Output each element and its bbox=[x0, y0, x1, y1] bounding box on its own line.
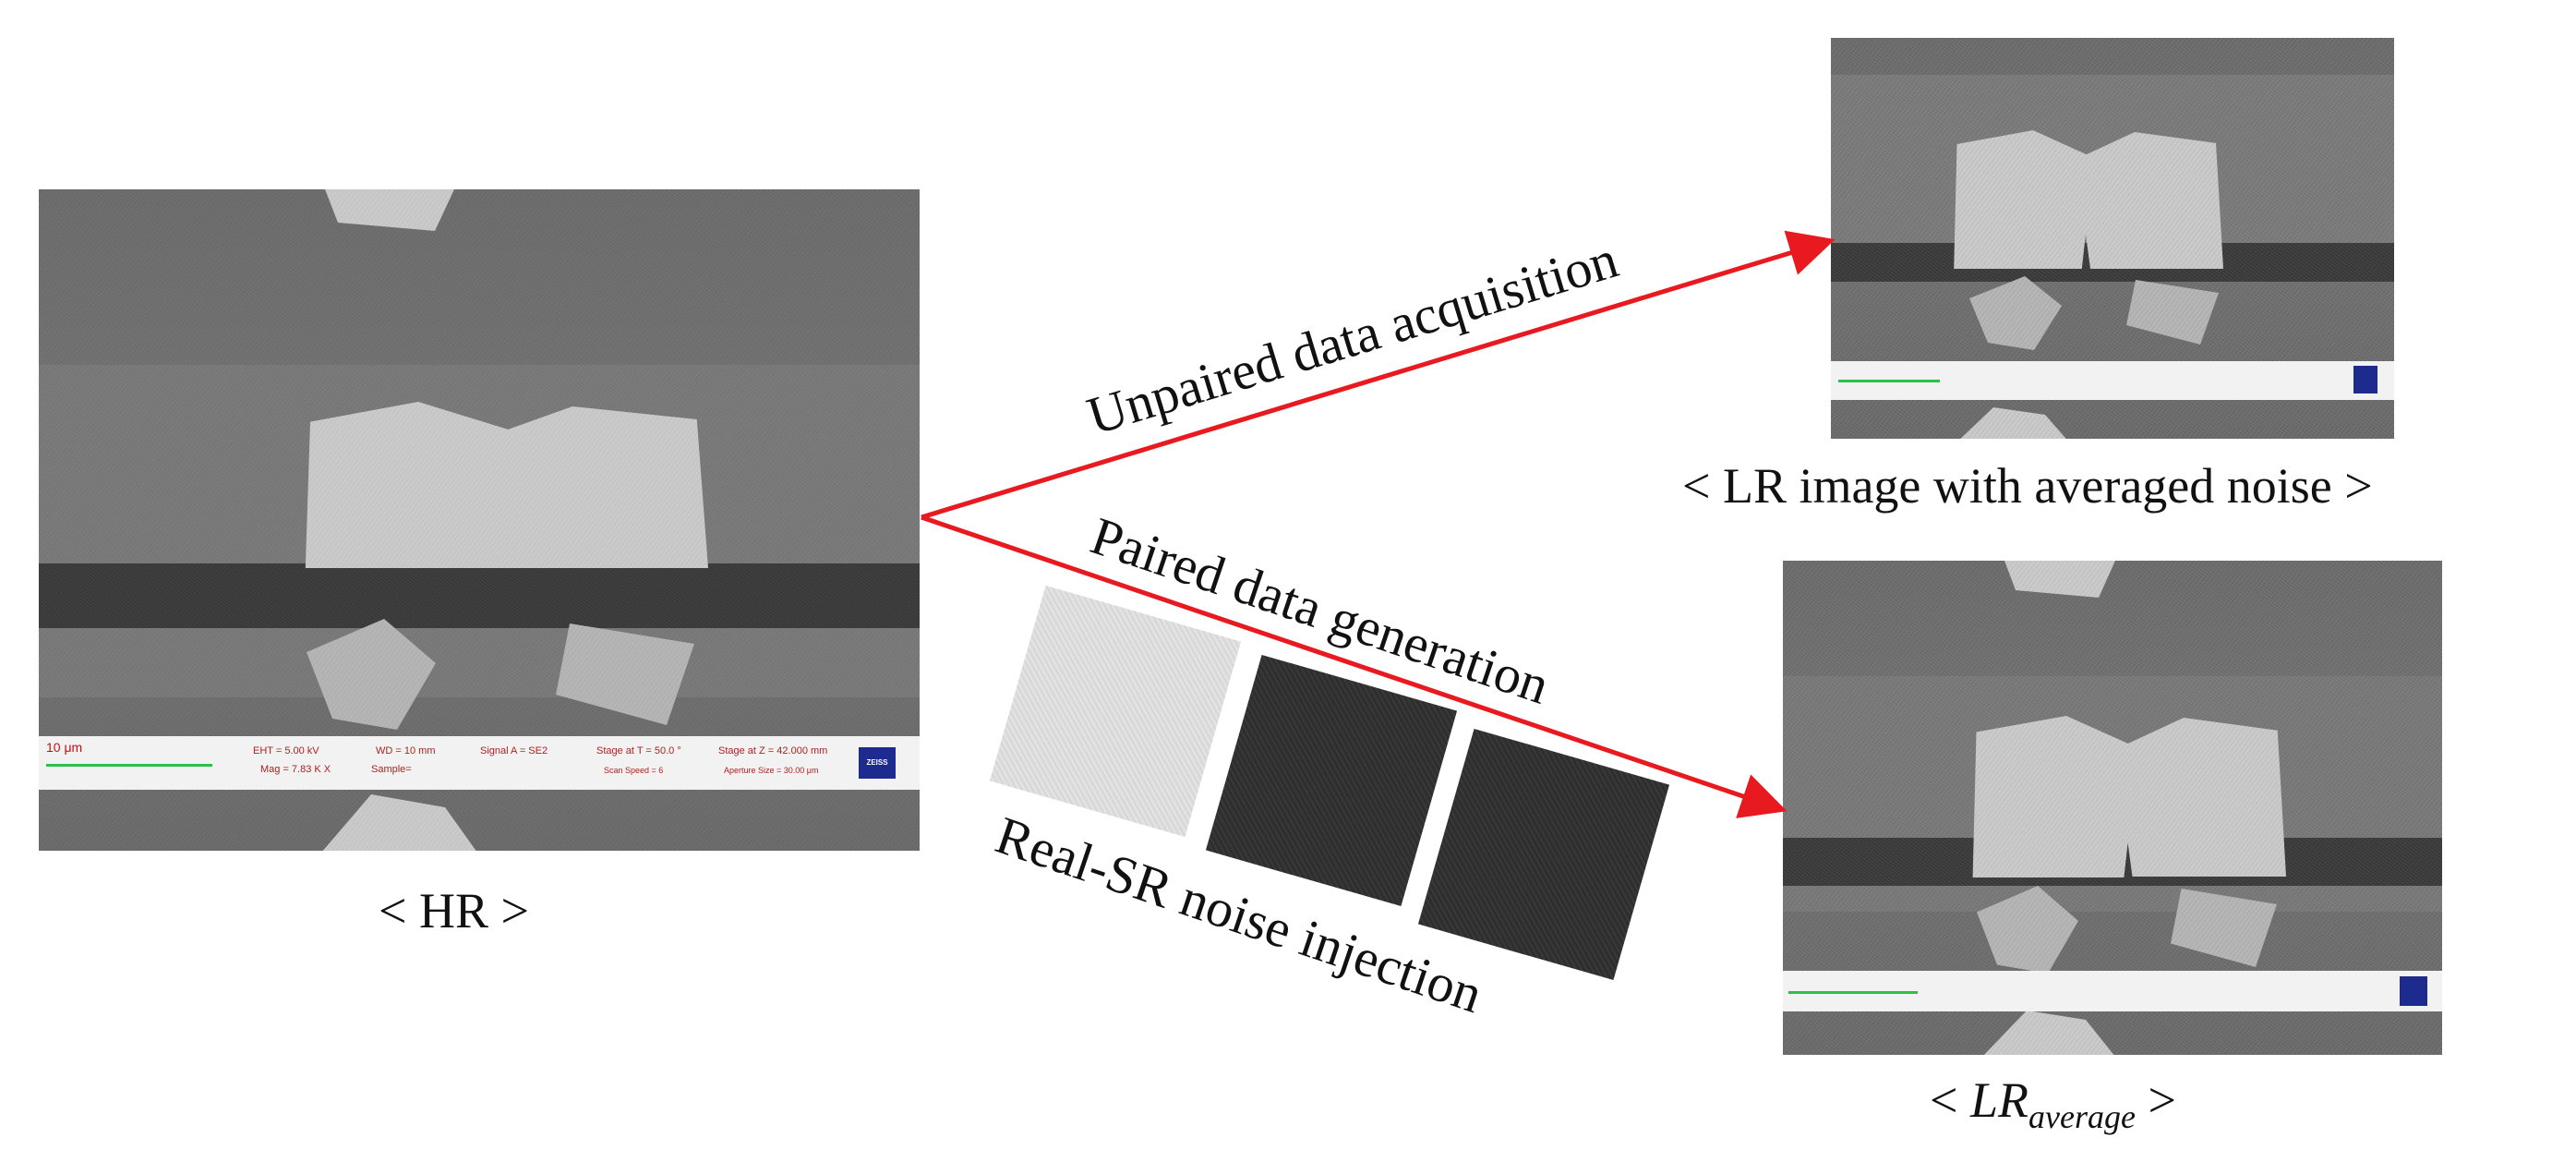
scan-speed-label: Scan Speed = 6 bbox=[604, 766, 664, 775]
zeiss-logo: ZEISS bbox=[859, 747, 896, 779]
lr-noise-logo bbox=[2353, 366, 2377, 393]
eht-label: EHT = 5.00 kV bbox=[253, 745, 319, 756]
signal-label: Signal A = SE2 bbox=[480, 745, 548, 756]
lr-average-info-bar bbox=[1783, 971, 2442, 1011]
mag-label: Mag = 7.83 K X bbox=[260, 764, 331, 775]
noise-patch-light bbox=[989, 585, 1242, 838]
lr-noise-caption: < LR image with averaged noise > bbox=[1682, 458, 2373, 514]
noise-patch-dark-2 bbox=[1417, 728, 1670, 981]
lr-average-caption-suffix: > bbox=[2135, 1072, 2176, 1128]
lr-noise-image bbox=[1831, 38, 2394, 439]
lr-average-scale-bar bbox=[1788, 991, 1918, 994]
lr-average-logo bbox=[2400, 976, 2427, 1006]
scale-bar bbox=[46, 764, 212, 767]
lr-average-caption: < LRaverage > bbox=[1930, 1071, 2176, 1136]
aperture-label: Aperture Size = 30.00 μm bbox=[724, 766, 819, 775]
sample-label: Sample= bbox=[371, 764, 412, 775]
lr-average-caption-subscript: average bbox=[2028, 1097, 2136, 1135]
stage-t-label: Stage at T = 50.0 ° bbox=[596, 745, 681, 756]
lr-noise-info-bar bbox=[1831, 361, 2394, 400]
lr-average-image bbox=[1783, 561, 2442, 1055]
scale-label: 10 μm bbox=[46, 740, 83, 755]
zeiss-logo-text: ZEISS bbox=[866, 758, 888, 767]
hr-info-bar: 10 μm EHT = 5.00 kV Mag = 7.83 K X WD = … bbox=[39, 736, 920, 790]
upper-arrow-label: Unpaired data acquisition bbox=[1080, 228, 1625, 447]
lr-average-caption-prefix: < bbox=[1930, 1072, 1970, 1128]
wd-label: WD = 10 mm bbox=[376, 745, 436, 756]
lr-average-caption-main: LR bbox=[1969, 1072, 2028, 1128]
hr-caption: < HR > bbox=[379, 883, 529, 938]
hr-image: 10 μm EHT = 5.00 kV Mag = 7.83 K X WD = … bbox=[39, 189, 920, 851]
stage-z-label: Stage at Z = 42.000 mm bbox=[718, 745, 828, 756]
lr-noise-scale-bar bbox=[1838, 380, 1940, 382]
noise-patch-dark-1 bbox=[1205, 654, 1458, 907]
